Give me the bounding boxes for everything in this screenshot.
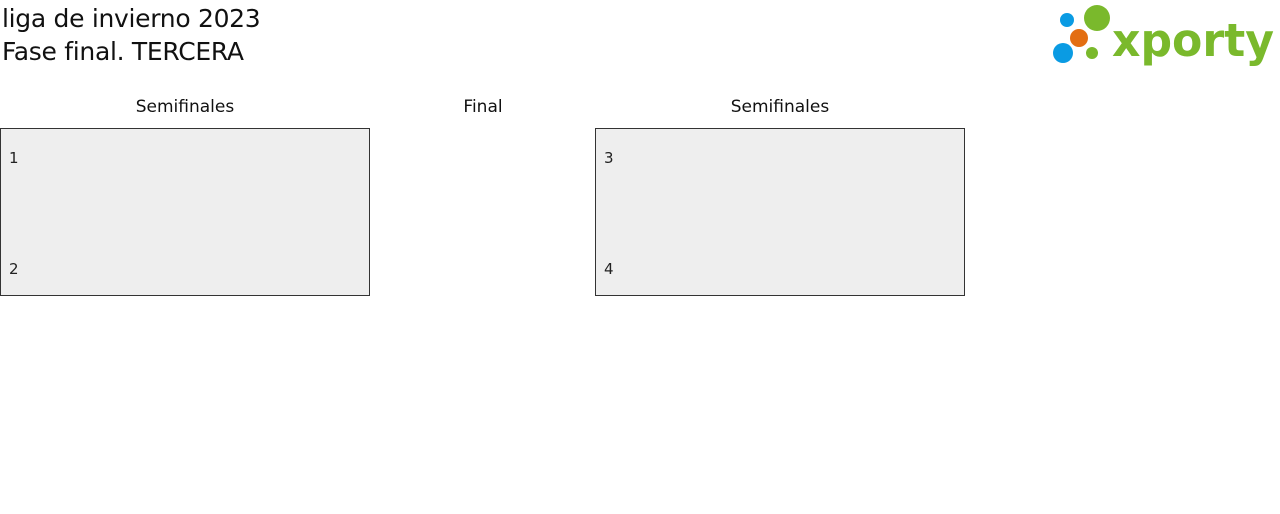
logo-dot-blue-large — [1053, 43, 1073, 63]
logo-dot-orange — [1070, 29, 1088, 47]
page-title-block: liga de invierno 2023 Fase final. TERCER… — [2, 2, 261, 68]
match-box-semifinal-2[interactable]: 3 4 — [595, 128, 965, 296]
round-header-semifinales-right: Semifinales — [730, 97, 830, 117]
team-slot-top: 1 — [9, 149, 19, 167]
logo-dot-green-small — [1086, 47, 1098, 59]
team-slot-bottom: 2 — [9, 260, 19, 278]
xporty-logo: xporty — [1053, 5, 1274, 67]
round-header-semifinales-left: Semifinales — [135, 97, 235, 117]
logo-wordmark: xporty — [1112, 14, 1274, 67]
page-subtitle: Fase final. TERCERA — [2, 37, 244, 66]
team-slot-bottom: 4 — [604, 260, 614, 278]
page-title: liga de invierno 2023 — [2, 4, 261, 33]
logo-dot-blue-small — [1060, 13, 1074, 27]
logo-dot-green-large — [1084, 5, 1110, 31]
team-slot-top: 3 — [604, 149, 614, 167]
match-box-semifinal-1[interactable]: 1 2 — [0, 128, 370, 296]
round-header-final: Final — [463, 97, 503, 117]
